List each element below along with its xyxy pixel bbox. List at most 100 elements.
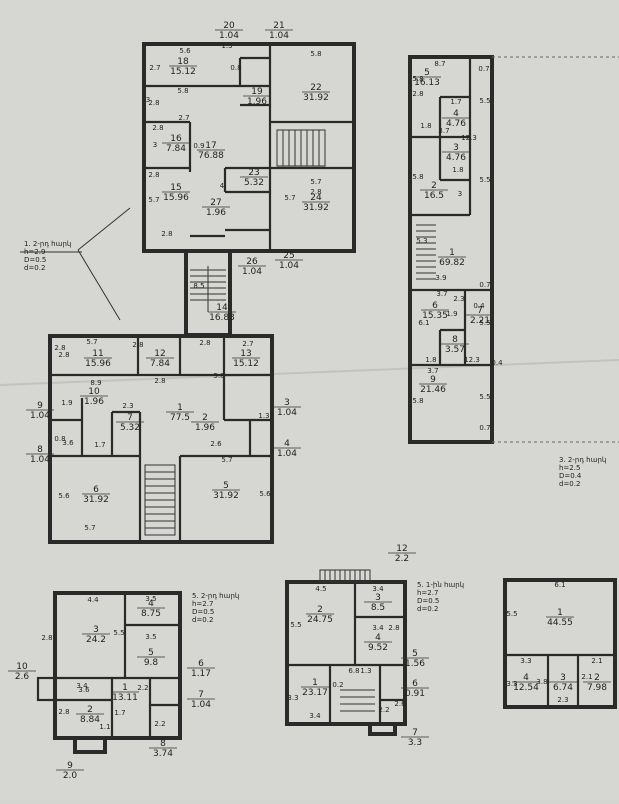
main-lower-block [48, 334, 274, 544]
dimension-main-19: 5.7 [86, 338, 97, 346]
right-room-1-number: 1 [449, 248, 455, 258]
bottom-left-room-10-number: 10 [16, 662, 28, 672]
dimension-main-0: 5.6 [179, 47, 191, 55]
bottom-right-room-3-number: 3 [560, 673, 566, 683]
dimension-bottom-left-8: 2.8 [58, 708, 69, 716]
right-room-2-number: 2 [431, 181, 437, 191]
main-upper-room-15-number: 15 [170, 183, 181, 193]
bottom-middle-room-1-area: 23.17 [302, 688, 328, 698]
dimension-right-28: 0.4 [491, 359, 503, 367]
right-room-6-area: 15.35 [422, 311, 448, 321]
right-room-8-area: 3.57 [445, 345, 465, 355]
main-lower-room-1-number: 1 [177, 403, 183, 413]
main-upper-block [142, 42, 356, 253]
bottom-left-room-3-area: 24.2 [86, 635, 106, 645]
right-room-9-area: 21.46 [420, 385, 446, 395]
dimension-main-29: 2.6 [210, 440, 222, 448]
dimension-right-0: 8.7 [434, 60, 445, 68]
note-right-floor-line-3: d=0.2 [559, 480, 580, 488]
dimension-bottom-middle-11: 1.3 [360, 667, 371, 675]
dimension-main-24: 2.8 [310, 188, 321, 196]
main-upper-room-24-number: 24 [310, 193, 322, 203]
bottom-left-room-2-number: 2 [87, 705, 93, 715]
dimension-bottom-right-2: 3.3 [520, 657, 531, 665]
note-bottom-left-floor-line-3: d=0.2 [192, 616, 213, 624]
bottom-left-room-8-number: 8 [160, 739, 166, 749]
stairs-connector [190, 266, 226, 312]
dimension-main-26: 2.7 [242, 340, 253, 348]
dimension-right-25: 5.5 [479, 393, 490, 401]
main-upper-room-26-number: 26 [246, 257, 258, 267]
main-lower-room-4-number: 4 [284, 439, 290, 449]
dimension-bottom-middle-9: 2.2 [378, 706, 389, 714]
main-lower-room-7-number: 7 [127, 413, 133, 423]
bottom-middle-room-12-area: 2.2 [395, 554, 409, 564]
dimension-bottom-right-0: 6.1 [554, 581, 565, 589]
main-lower-room-13-area: 15.12 [233, 359, 259, 369]
bottom-left-room-3-number: 3 [93, 625, 99, 635]
dimension-right-10: 5.5 [479, 176, 490, 184]
dimension-main-14: 1.9 [61, 399, 72, 407]
dimension-main-15: 1.7 [94, 441, 105, 449]
dimension-right-14: 0.7 [479, 281, 490, 289]
note-main-floor-line-3: d=0.2 [24, 264, 45, 272]
dimension-main-21: 5.7 [84, 524, 95, 532]
right-building [408, 55, 619, 444]
bottom-right-room-1-area: 44.55 [547, 618, 573, 628]
dimension-bottom-left-10: 2.2 [154, 720, 165, 728]
main-lower-room-5-area: 31.92 [213, 491, 239, 501]
bottom-middle-room-2-number: 2 [317, 605, 323, 615]
dimension-right-5: 1.8 [420, 122, 431, 130]
main-lower-room-13-number: 13 [240, 349, 251, 359]
dimension-main-31: 2.8 [54, 344, 65, 352]
dimension-bottom-left-2: 3.5 [145, 633, 156, 641]
dimension-bottom-right-3: 2.1 [591, 657, 602, 665]
note-bottom-middle-floor-line-0: 5. 1-ին հարկ [417, 581, 464, 589]
main-lower-room-3-area: 1.04 [277, 408, 297, 418]
dimension-main-16: 2.8 [58, 351, 69, 359]
bottom-middle-room-6-number: 6 [412, 679, 418, 689]
dimension-main-23: 5.7 [310, 178, 321, 186]
bottom-middle-room-4-area: 9.52 [368, 643, 388, 653]
note-right-floor-line-1: h=2.5 [559, 464, 580, 472]
right-room-8-number: 8 [452, 335, 458, 345]
dimension-main-37: 3.6 [62, 439, 74, 447]
bottom-left-room-7-area: 1.04 [191, 700, 211, 710]
bottom-middle-room-6-area: 0.91 [405, 689, 425, 699]
main-lower-room-9-area: 1.04 [30, 411, 50, 421]
dimension-main-4: 5.8 [310, 50, 321, 58]
bottom-left-room-5-number: 5 [148, 648, 154, 658]
dimension-bottom-right-5: 3.8 [536, 678, 547, 686]
note-bottom-middle-floor-line-1: h=2.7 [417, 589, 438, 597]
main-upper-room-23-number: 23 [248, 168, 259, 178]
main-lower-room-5-number: 5 [223, 481, 229, 491]
right-room-1-area: 69.82 [439, 258, 465, 268]
dimension-bottom-left-3: 5.5 [113, 629, 124, 637]
main-upper-room-27-number: 27 [210, 198, 221, 208]
dimension-bottom-left-4: 2.8 [41, 634, 52, 642]
bottom-middle-room-7-number: 7 [412, 728, 418, 738]
dimension-bottom-left-11: 1.7 [114, 709, 125, 717]
main-upper-room-26-area: 1.04 [242, 267, 262, 277]
dimension-right-19: 2.3 [453, 295, 464, 303]
dimension-right-13: 5.3 [416, 237, 427, 245]
dimension-main-25: 2.8 [161, 230, 172, 238]
dimension-right-27: 12.3 [464, 356, 480, 364]
dimension-right-3: 5.8 [412, 75, 423, 83]
main-lower-room-3-number: 3 [284, 398, 290, 408]
bottom-middle-room-2-area: 24.75 [307, 615, 333, 625]
right-room-9-number: 9 [430, 375, 436, 385]
main-upper-room-20-area: 1.04 [219, 31, 239, 41]
dimension-bottom-left-0: 4.4 [87, 596, 99, 604]
dimension-bottom-right-4: 3.3 [506, 680, 517, 688]
bottom-right-room-4-area: 12.54 [513, 683, 539, 693]
main-lower-room-10-number: 10 [88, 387, 100, 397]
dimension-main-9: 8.9 [90, 379, 101, 387]
dimension-right-24: 3.7 [427, 367, 438, 375]
dimension-main-3: 3 [146, 96, 150, 104]
bottom-middle-room-7-area: 3.3 [408, 738, 422, 748]
dimension-main-20: 2.8 [154, 377, 165, 385]
dimension-bottom-middle-10: 2.6 [394, 700, 406, 708]
dimension-right-11: 5.8 [412, 173, 423, 181]
